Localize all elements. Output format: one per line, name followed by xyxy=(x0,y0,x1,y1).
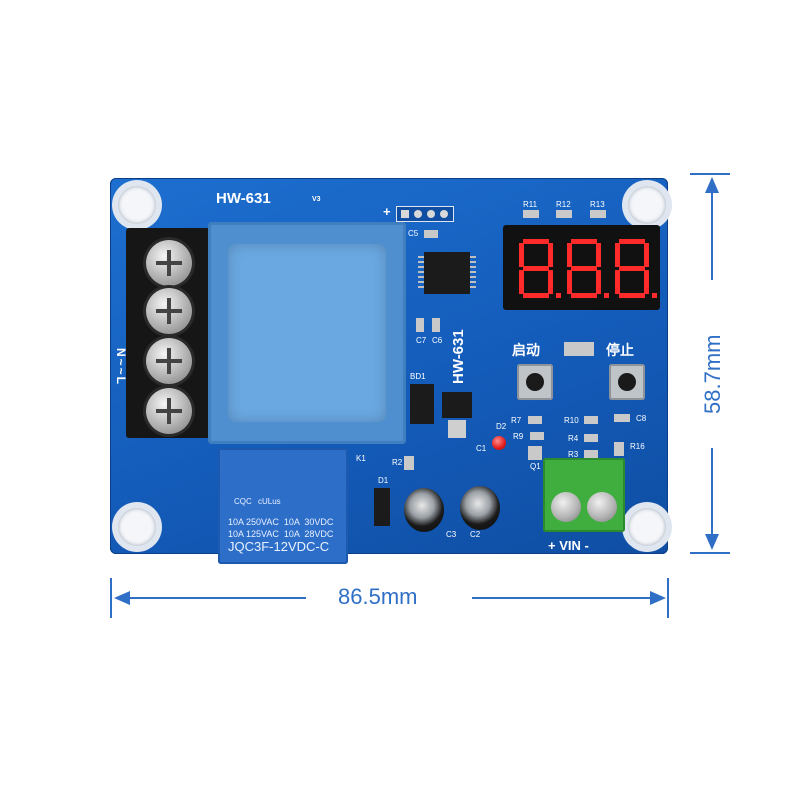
terminal-screw-3 xyxy=(146,338,192,384)
capacitor-c7 xyxy=(416,318,424,332)
relay-cert-cqc: CQC xyxy=(234,497,252,506)
width-dimension-tick-right xyxy=(667,578,669,618)
resistor-r4 xyxy=(584,434,598,442)
label-bd1: BD1 xyxy=(410,372,426,381)
label-r7: R7 xyxy=(511,416,522,425)
terminal-screw-4 xyxy=(146,388,192,434)
label-r3: R3 xyxy=(568,450,579,459)
mounting-hole-bottom-right xyxy=(628,508,666,546)
label-c1: C1 xyxy=(476,444,487,453)
board-title: HW-631 xyxy=(216,190,271,207)
label-r10: R10 xyxy=(564,416,579,425)
terminal-label-top: L~~N xyxy=(84,284,98,323)
label-c7: C7 xyxy=(416,336,427,345)
label-k1: K1 xyxy=(356,454,366,463)
start-button[interactable] xyxy=(517,364,553,400)
height-arrow-down xyxy=(705,534,719,550)
height-dimension-line-bottom xyxy=(711,448,713,536)
width-arrow-right xyxy=(650,591,666,605)
start-button-cap xyxy=(526,373,544,391)
label-r12: R12 xyxy=(556,200,571,209)
height-dimension-line-top xyxy=(711,190,713,280)
resistor-r16 xyxy=(614,442,624,456)
status-led xyxy=(492,436,506,450)
label-c5: C5 xyxy=(408,229,419,238)
resistor-r12 xyxy=(556,210,572,218)
relay-cert-ul: cULus xyxy=(258,497,281,506)
regulator-tab xyxy=(448,420,466,438)
terminal-label-bottom: N~~L xyxy=(114,348,128,387)
resistor-r2 xyxy=(404,456,414,470)
width-arrow-left xyxy=(114,591,130,605)
relay-rating-1: 10A 250VAC 10A 30VDC xyxy=(228,517,334,527)
terminal-screw-1 xyxy=(146,240,192,286)
transistor-q1 xyxy=(528,446,542,460)
resistor-r9 xyxy=(530,432,544,440)
label-d1: D1 xyxy=(378,476,389,485)
height-dimension-tick-bottom xyxy=(690,552,730,554)
height-dimension-label: 58.7mm xyxy=(700,334,725,414)
height-dimension-tick-top xyxy=(690,173,730,175)
resistor-r11 xyxy=(523,210,539,218)
capacitor-c3 xyxy=(404,488,444,532)
voltage-regulator xyxy=(442,392,472,418)
vin-screw-plus xyxy=(551,492,581,522)
width-dimension-label: 86.5mm xyxy=(338,584,418,609)
label-c2: C2 xyxy=(470,530,481,539)
capacitor-c2 xyxy=(460,486,500,530)
pin-header xyxy=(396,206,454,222)
width-dimension-tick-left xyxy=(110,578,112,618)
stop-label: 停止 xyxy=(606,342,634,358)
board-vertical-title: HW-631 xyxy=(450,329,467,384)
capacitor-c6 xyxy=(432,318,440,332)
mounting-hole-top-right xyxy=(628,186,666,224)
height-arrow-up xyxy=(705,177,719,193)
vin-terminal-block xyxy=(543,458,625,532)
label-c3: C3 xyxy=(446,530,457,539)
mounting-hole-bottom-left xyxy=(118,508,156,546)
board-version: V3 xyxy=(312,196,321,203)
label-r9: R9 xyxy=(513,432,524,441)
relay-rating-2: 10A 125VAC 10A 28VDC xyxy=(228,529,334,539)
resistor-r10 xyxy=(584,416,598,424)
capacitor-c8 xyxy=(614,414,630,422)
stop-button-cap xyxy=(618,373,636,391)
stop-button[interactable] xyxy=(609,364,645,400)
ic-chip xyxy=(418,252,476,294)
terminal-screw-2 xyxy=(146,288,192,334)
resistor-r3 xyxy=(584,450,598,458)
label-r2: R2 xyxy=(392,458,403,467)
relay xyxy=(218,448,348,564)
label-r4: R4 xyxy=(568,434,579,443)
label-r13: R13 xyxy=(590,200,605,209)
label-d2: D2 xyxy=(496,422,507,431)
seven-segment-display xyxy=(503,225,660,310)
transformer-core xyxy=(228,244,386,422)
bridge-rectifier xyxy=(410,384,434,424)
label-r16: R16 xyxy=(630,442,645,451)
relay-model: JQC3F-12VDC-C xyxy=(228,539,330,554)
resistor-r13 xyxy=(590,210,606,218)
label-r11: R11 xyxy=(523,200,538,209)
start-label: 启动 xyxy=(512,342,540,358)
resistor-r7 xyxy=(528,416,542,424)
width-dimension-line-right xyxy=(472,597,652,599)
label-c8: C8 xyxy=(636,414,647,423)
width-dimension-line-left xyxy=(128,597,306,599)
plus-mark: + xyxy=(383,204,391,219)
vin-screw-minus xyxy=(587,492,617,522)
label-c6: C6 xyxy=(432,336,443,345)
label-q1: Q1 xyxy=(530,462,541,471)
mounting-hole-top-left xyxy=(118,186,156,224)
capacitor-c5 xyxy=(424,230,438,238)
small-resistor-cluster xyxy=(564,342,594,356)
diode-d1 xyxy=(374,488,390,526)
vin-label: + VIN - xyxy=(548,538,589,553)
